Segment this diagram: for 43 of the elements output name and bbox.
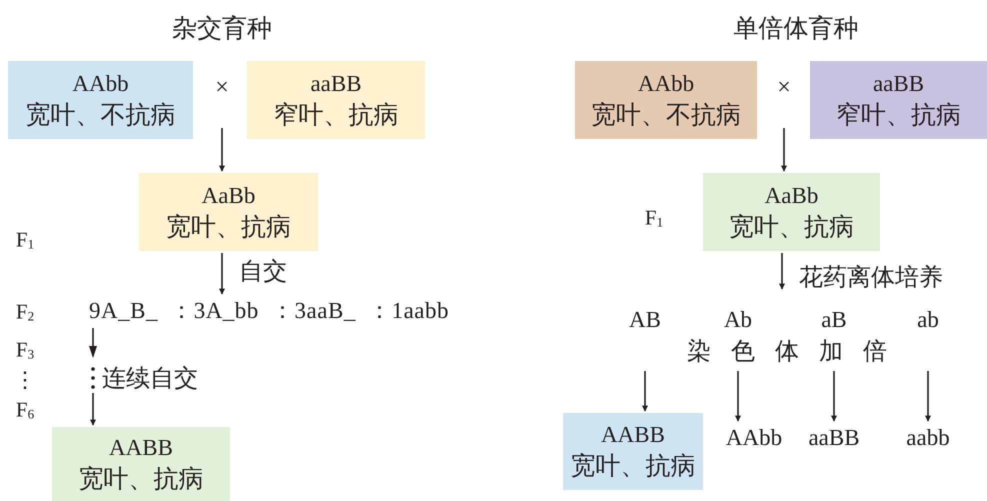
genotype-text: AAbb <box>638 70 694 98</box>
annotation-label: × <box>777 74 791 102</box>
trait-text: 宽叶、抗病 <box>729 210 854 243</box>
genotype-box <box>139 173 318 251</box>
genotype-text: aaBB <box>872 70 924 98</box>
genotype-box <box>810 61 987 139</box>
generation-label: F$_{1}$ <box>644 206 664 230</box>
generation-label: F$_{1}$ <box>16 228 34 252</box>
genotype-box <box>575 61 757 139</box>
genotype-text: 9A_B_ ：3A_bb ：3aaB_ ：1aabb <box>89 297 449 326</box>
genotype-text: AaBb <box>764 182 818 210</box>
trait-text: 宽叶、不抗病 <box>591 98 741 131</box>
genotype-text: aB <box>821 306 847 334</box>
genotype-box <box>563 413 703 490</box>
genotype-text: AABB <box>109 434 173 462</box>
annotation-label: 染色体加倍 <box>687 336 907 367</box>
genotype-box <box>703 173 880 251</box>
section-title: 杂交育种 <box>172 12 272 44</box>
generation-label: F$_{3}$ <box>16 338 34 362</box>
trait-text: 宽叶、不抗病 <box>26 98 176 131</box>
genotype-box <box>247 61 425 139</box>
genotype-text: Ab <box>724 306 752 334</box>
generation-label: F$_{6}$ <box>16 398 34 422</box>
section-title: 单倍体育种 <box>734 12 858 44</box>
genotype-text: AB <box>629 306 661 334</box>
genotype-text: aaBB <box>310 70 362 98</box>
genotype-text: ab <box>917 306 939 334</box>
trait-text: 宽叶、抗病 <box>166 210 291 243</box>
trait-text: 宽叶、抗病 <box>78 462 204 495</box>
genotype-box <box>52 427 230 501</box>
generation-label: F$_{2}$ <box>16 300 34 324</box>
genotype-text: AAbb <box>72 70 129 98</box>
annotation-label: ⋮ <box>14 367 36 393</box>
genotype-text: AAbb <box>726 424 782 452</box>
genotype-box <box>8 61 193 139</box>
genotype-text: AaBb <box>202 182 256 210</box>
genotype-text: AABB <box>601 421 665 450</box>
trait-text: 窄叶、抗病 <box>836 98 961 131</box>
trait-text: 窄叶、抗病 <box>274 98 398 131</box>
genotype-text: aaBB <box>808 424 860 452</box>
genotype-text: aabb <box>906 424 950 452</box>
annotation-label: × <box>215 74 229 102</box>
trait-text: 宽叶、抗病 <box>570 450 696 482</box>
